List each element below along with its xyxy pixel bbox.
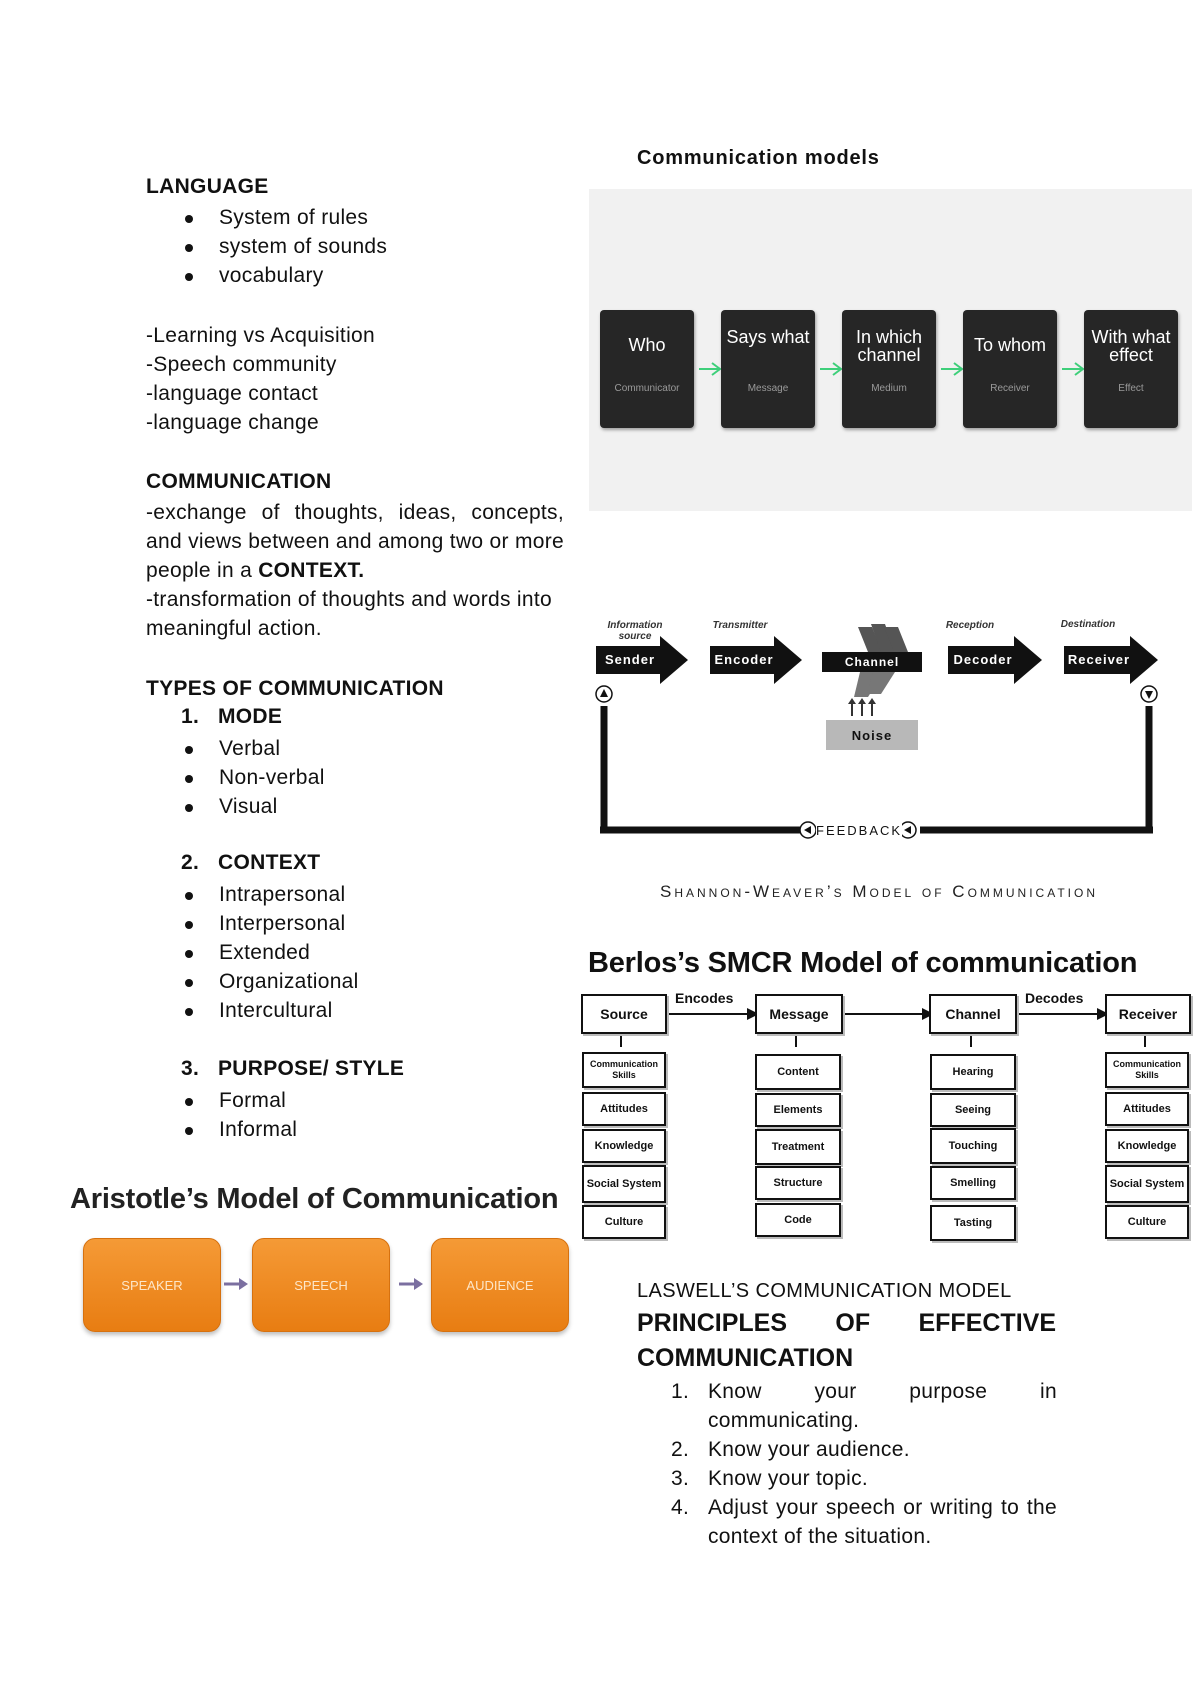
list-item: Interpersonal <box>146 909 359 938</box>
label-transmitter: Transmitter <box>712 620 768 631</box>
mode-heading: 1.MODE <box>181 705 283 728</box>
berlo-item: Structure <box>755 1166 841 1200</box>
label-information-source: Information source <box>607 620 663 642</box>
list-item: Intercultural <box>146 996 359 1025</box>
laswell-caption: LASWELL’S COMMUNICATION MODEL <box>637 1280 1012 1302</box>
stage-decoder: Decoder <box>953 652 1013 667</box>
list-item: 3.Know your topic. <box>671 1467 869 1490</box>
list-item: Verbal <box>146 734 325 763</box>
list-item: -Speech community <box>146 353 337 376</box>
list-item: Organizational <box>146 967 359 996</box>
models-heading: Communication models <box>637 147 880 169</box>
list-item: system of sounds <box>146 232 387 261</box>
context-heading: 2.CONTEXT <box>181 851 321 874</box>
stage-sender: Sender <box>604 652 656 667</box>
principles-list: 1.Know your purpose in communicating. 2.… <box>637 1377 1057 1551</box>
speech-box: SPEECH <box>252 1238 390 1332</box>
context-list: Intrapersonal Interpersonal Extended Org… <box>146 880 359 1025</box>
berlo-item: Smelling <box>930 1166 1016 1200</box>
berlo-item: Social System <box>582 1165 666 1203</box>
audience-box: AUDIENCE <box>431 1238 569 1332</box>
list-item: -Learning vs Acquisition <box>146 324 375 347</box>
berlo-item: Code <box>755 1203 841 1237</box>
label-reception: Reception <box>945 620 995 631</box>
berlo-item: Culture <box>1105 1205 1189 1239</box>
berlo-item: Social System <box>1105 1165 1189 1203</box>
language-heading: LANGUAGE <box>146 175 269 198</box>
purpose-heading: 3.PURPOSE/ STYLE <box>181 1057 405 1080</box>
list-item: -language contact <box>146 382 319 405</box>
list-item: 2. Know your audience. <box>671 1438 910 1461</box>
berlo-item: Attitudes <box>1105 1092 1189 1126</box>
principles-heading: PRINCIPLES OF EFFECTIVE COMMUNICATION <box>637 1309 1056 1372</box>
arrow-right-icon <box>941 362 964 376</box>
berlo-item: Seeing <box>930 1093 1016 1127</box>
list-item: Extended <box>146 938 359 967</box>
feedback-label: FEEDBACK <box>816 823 903 838</box>
language-topics: -Learning vs Acquisition -Speech communi… <box>146 321 375 437</box>
arrow-right-icon <box>699 362 722 376</box>
arrow-right-icon <box>224 1278 248 1290</box>
berlo-channel: Channel <box>929 994 1017 1034</box>
shannon-weaver-diagram: Information source Transmitter Reception… <box>590 612 1180 852</box>
list-item: Visual <box>146 792 325 821</box>
shannon-caption: Shannon-Weaver’s Model of Communication <box>660 882 1099 901</box>
list-item: 1.Know your purpose in communicating. <box>671 1380 1057 1432</box>
shannon-weaver-shapes <box>595 624 1158 839</box>
stage-channel: Channel <box>844 655 900 669</box>
communication-definition: -exchange of thoughts, ideas, concepts, … <box>146 498 564 585</box>
mode-list: Verbal Non-verbal Visual <box>146 734 325 821</box>
aristotle-title: Aristotle’s Model of Communication <box>70 1183 559 1215</box>
decodes-label: Decodes <box>1025 990 1084 1006</box>
berlo-item: Content <box>755 1054 841 1090</box>
noise-label: Noise <box>851 728 893 743</box>
definition-bold: CONTEXT. <box>258 559 365 582</box>
encodes-label: Encodes <box>675 990 734 1006</box>
berlo-item: Knowledge <box>582 1129 666 1163</box>
berlo-connectors <box>620 1008 1146 1047</box>
berlo-title: Berlos’s SMCR Model of communication <box>588 947 1138 979</box>
stage-receiver: Receiver <box>1067 652 1131 667</box>
types-heading: TYPES OF COMMUNICATION <box>146 677 444 700</box>
list-item: vocabulary <box>146 261 387 290</box>
list-item: Informal <box>146 1115 297 1144</box>
label-destination: Destination <box>1060 619 1116 630</box>
list-item: Intrapersonal <box>146 880 359 909</box>
arrow-right-icon <box>820 362 843 376</box>
list-item: Formal <box>146 1086 297 1115</box>
arrow-right-icon <box>1062 362 1085 376</box>
berlo-item: Knowledge <box>1105 1129 1189 1163</box>
list-item: System of rules <box>146 203 387 232</box>
berlo-item: Hearing <box>930 1054 1016 1090</box>
berlo-item: Attitudes <box>582 1092 666 1126</box>
berlo-item: Communication Skills <box>582 1052 666 1088</box>
berlo-item: Culture <box>582 1205 666 1239</box>
definition-text: -exchange of thoughts, ideas, concepts, … <box>146 501 564 582</box>
berlo-receiver: Receiver <box>1105 994 1191 1034</box>
berlo-item: Treatment <box>755 1129 841 1165</box>
list-item: -language change <box>146 411 319 434</box>
berlo-message: Message <box>755 994 843 1034</box>
berlo-source: Source <box>581 994 667 1034</box>
list-item: 4.Adjust your speech or writing to the c… <box>671 1496 1057 1548</box>
stage-encoder: Encoder <box>714 652 774 667</box>
language-bullets: System of rules system of sounds vocabul… <box>146 203 387 290</box>
communication-heading: COMMUNICATION <box>146 470 332 493</box>
berlo-item: Tasting <box>930 1205 1016 1241</box>
arrow-right-icon <box>399 1278 423 1290</box>
purpose-list: Formal Informal <box>146 1086 297 1144</box>
berlo-item: Elements <box>755 1093 841 1127</box>
berlo-item: Touching <box>930 1128 1016 1164</box>
list-item: Non-verbal <box>146 763 325 792</box>
communication-definition-2: -transformation of thoughts and words in… <box>146 588 552 640</box>
speaker-box: SPEAKER <box>83 1238 221 1332</box>
berlo-item: Communication Skills <box>1105 1052 1189 1088</box>
